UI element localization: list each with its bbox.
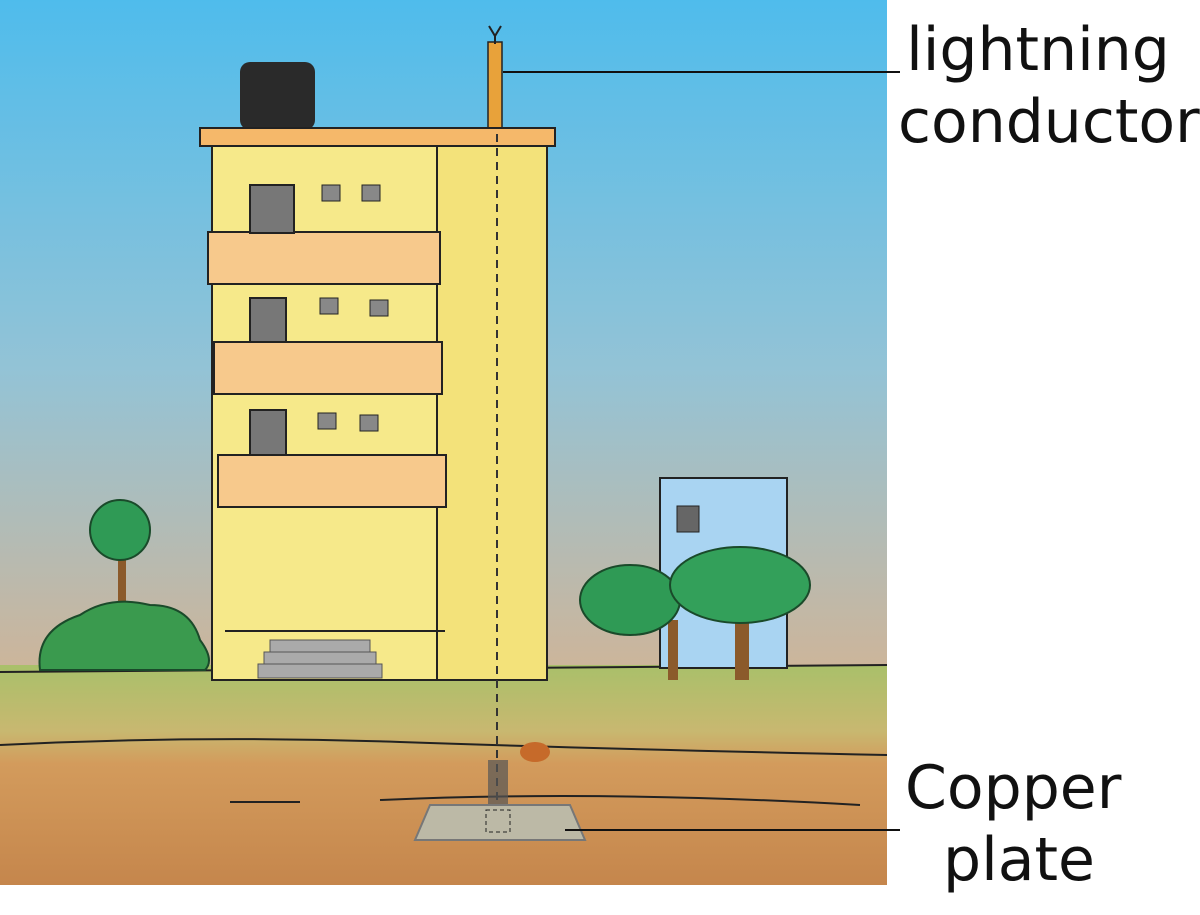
trees-right (579, 546, 811, 680)
copper-plate (413, 742, 587, 841)
ground (0, 665, 887, 885)
tree-left (89, 499, 151, 620)
building (199, 25, 556, 830)
copper-plate-label: Copper plate (905, 752, 1121, 896)
label-line: conductor (898, 87, 1200, 157)
label-line: Copper (905, 753, 1122, 823)
bush-left (38, 600, 210, 671)
steps (257, 639, 383, 679)
lightning-conductor-label: lightning conductor (898, 14, 1200, 158)
label-line: lightning (906, 15, 1170, 85)
label-line: plate (943, 825, 1095, 895)
water-tank (240, 62, 315, 130)
